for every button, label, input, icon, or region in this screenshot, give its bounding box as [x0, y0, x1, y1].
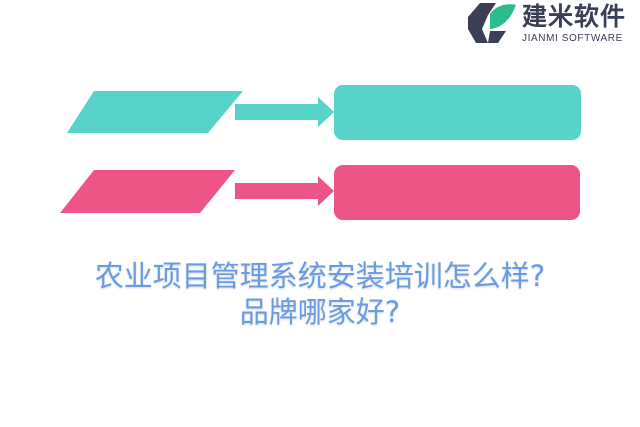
- logo-chinese-name: 建米软件: [522, 2, 627, 31]
- flow-diagram: [60, 85, 581, 220]
- teal-parallelogram: [67, 91, 243, 133]
- brand-logo: 建米软件 JIANMI SOFTWARE: [466, 2, 640, 46]
- jianmi-logo-icon: [468, 3, 516, 43]
- logo-english-name: JIANMI SOFTWARE: [522, 33, 623, 44]
- flow-row-pink: [60, 165, 580, 220]
- title-line-2: 品牌哪家好?: [239, 295, 401, 329]
- teal-rounded-box: [334, 85, 581, 140]
- teal-right-arrow-icon: [235, 97, 334, 127]
- flow-row-teal: [67, 85, 581, 140]
- pink-parallelogram: [60, 170, 235, 213]
- page-title: 农业项目管理系统安装培训怎么样? 品牌哪家好?: [0, 258, 640, 330]
- title-line-1: 农业项目管理系统安装培训怎么样?: [94, 259, 546, 293]
- pink-rounded-box: [334, 165, 580, 220]
- pink-right-arrow-icon: [235, 176, 334, 206]
